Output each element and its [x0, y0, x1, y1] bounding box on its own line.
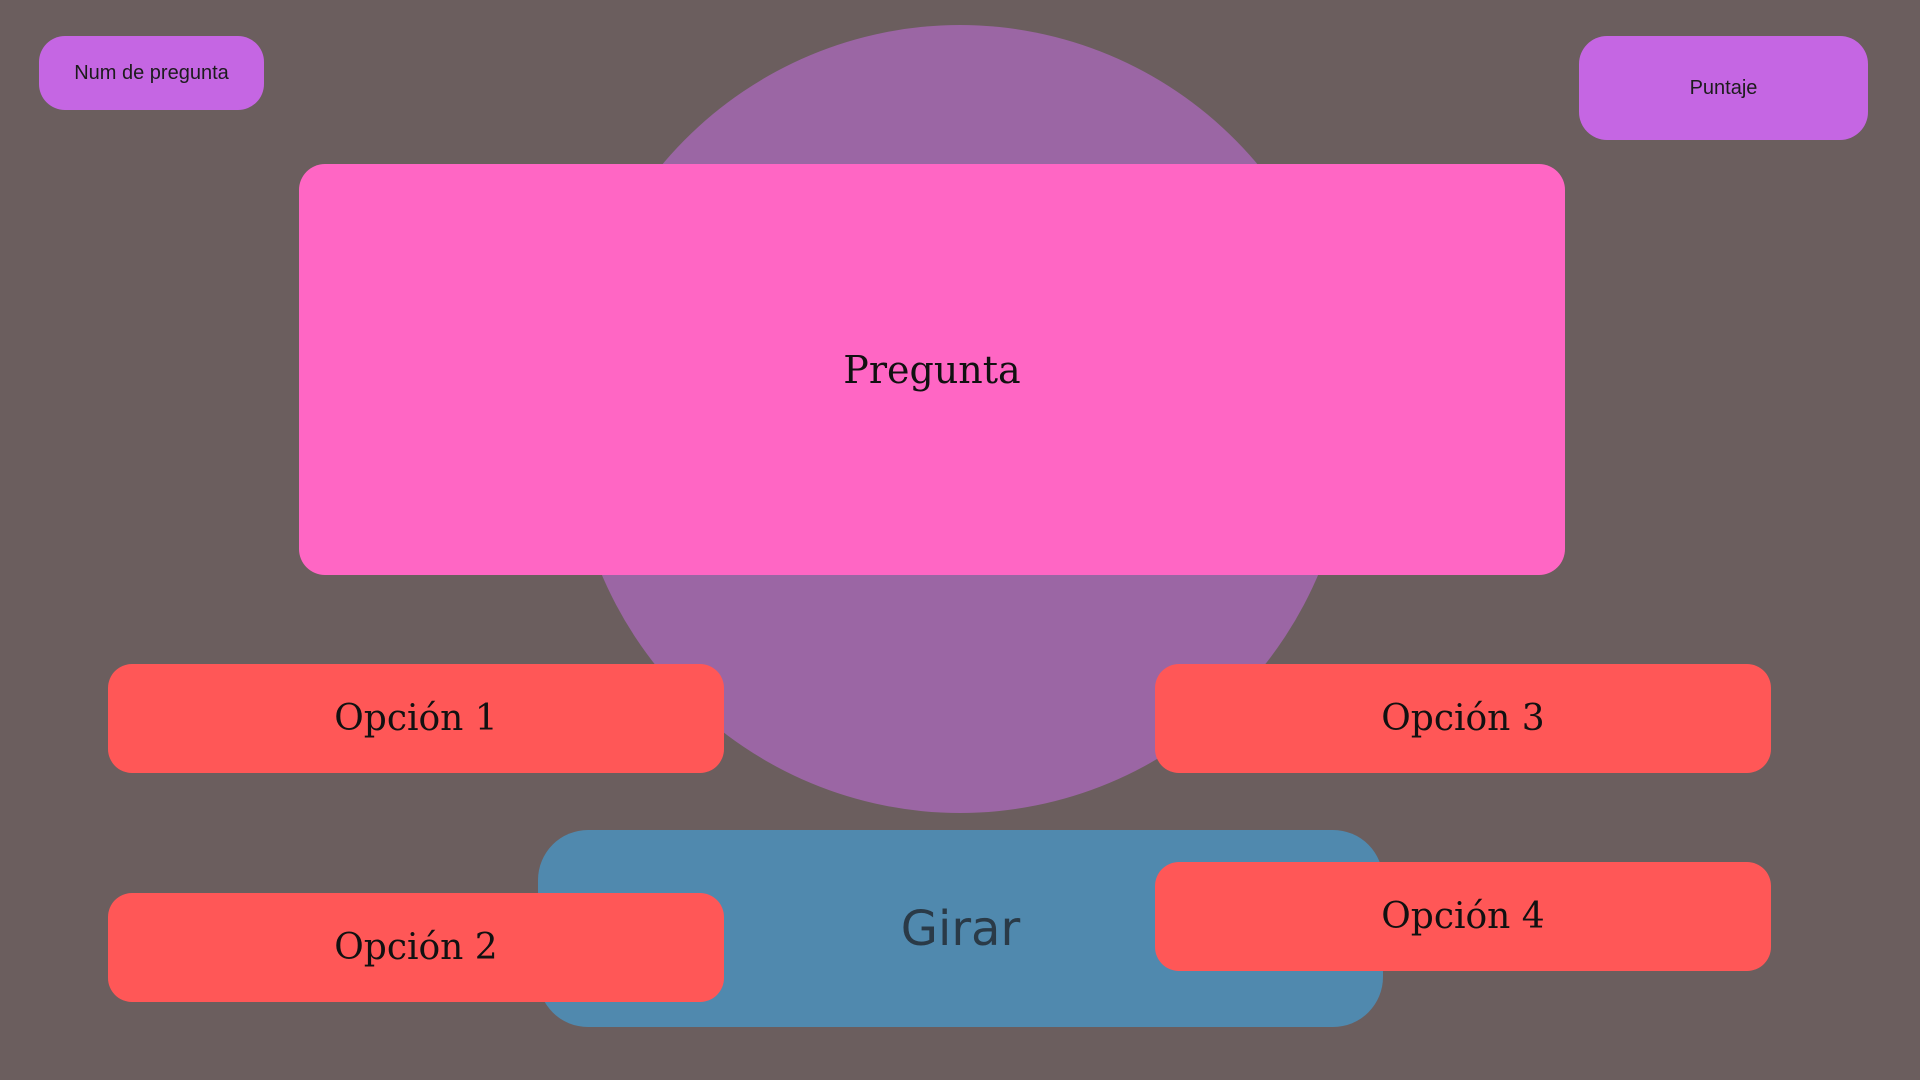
score-label: Puntaje: [1689, 76, 1758, 99]
question-number-badge: Num de pregunta: [39, 36, 264, 110]
option-1-label: Opción 1: [334, 698, 498, 739]
option-2-label: Opción 2: [334, 927, 498, 968]
spin-button-label: Girar: [900, 900, 1021, 957]
option-2-button[interactable]: Opción 2: [108, 893, 724, 1002]
option-4-label: Opción 4: [1381, 896, 1545, 937]
score-badge: Puntaje: [1579, 36, 1868, 140]
option-3-button[interactable]: Opción 3: [1155, 664, 1771, 773]
question-number-label: Num de pregunta: [74, 61, 229, 84]
option-1-button[interactable]: Opción 1: [108, 664, 724, 773]
question-text: Pregunta: [843, 347, 1021, 392]
question-box: Pregunta: [299, 164, 1565, 575]
option-4-button[interactable]: Opción 4: [1155, 862, 1771, 971]
option-3-label: Opción 3: [1381, 698, 1545, 739]
